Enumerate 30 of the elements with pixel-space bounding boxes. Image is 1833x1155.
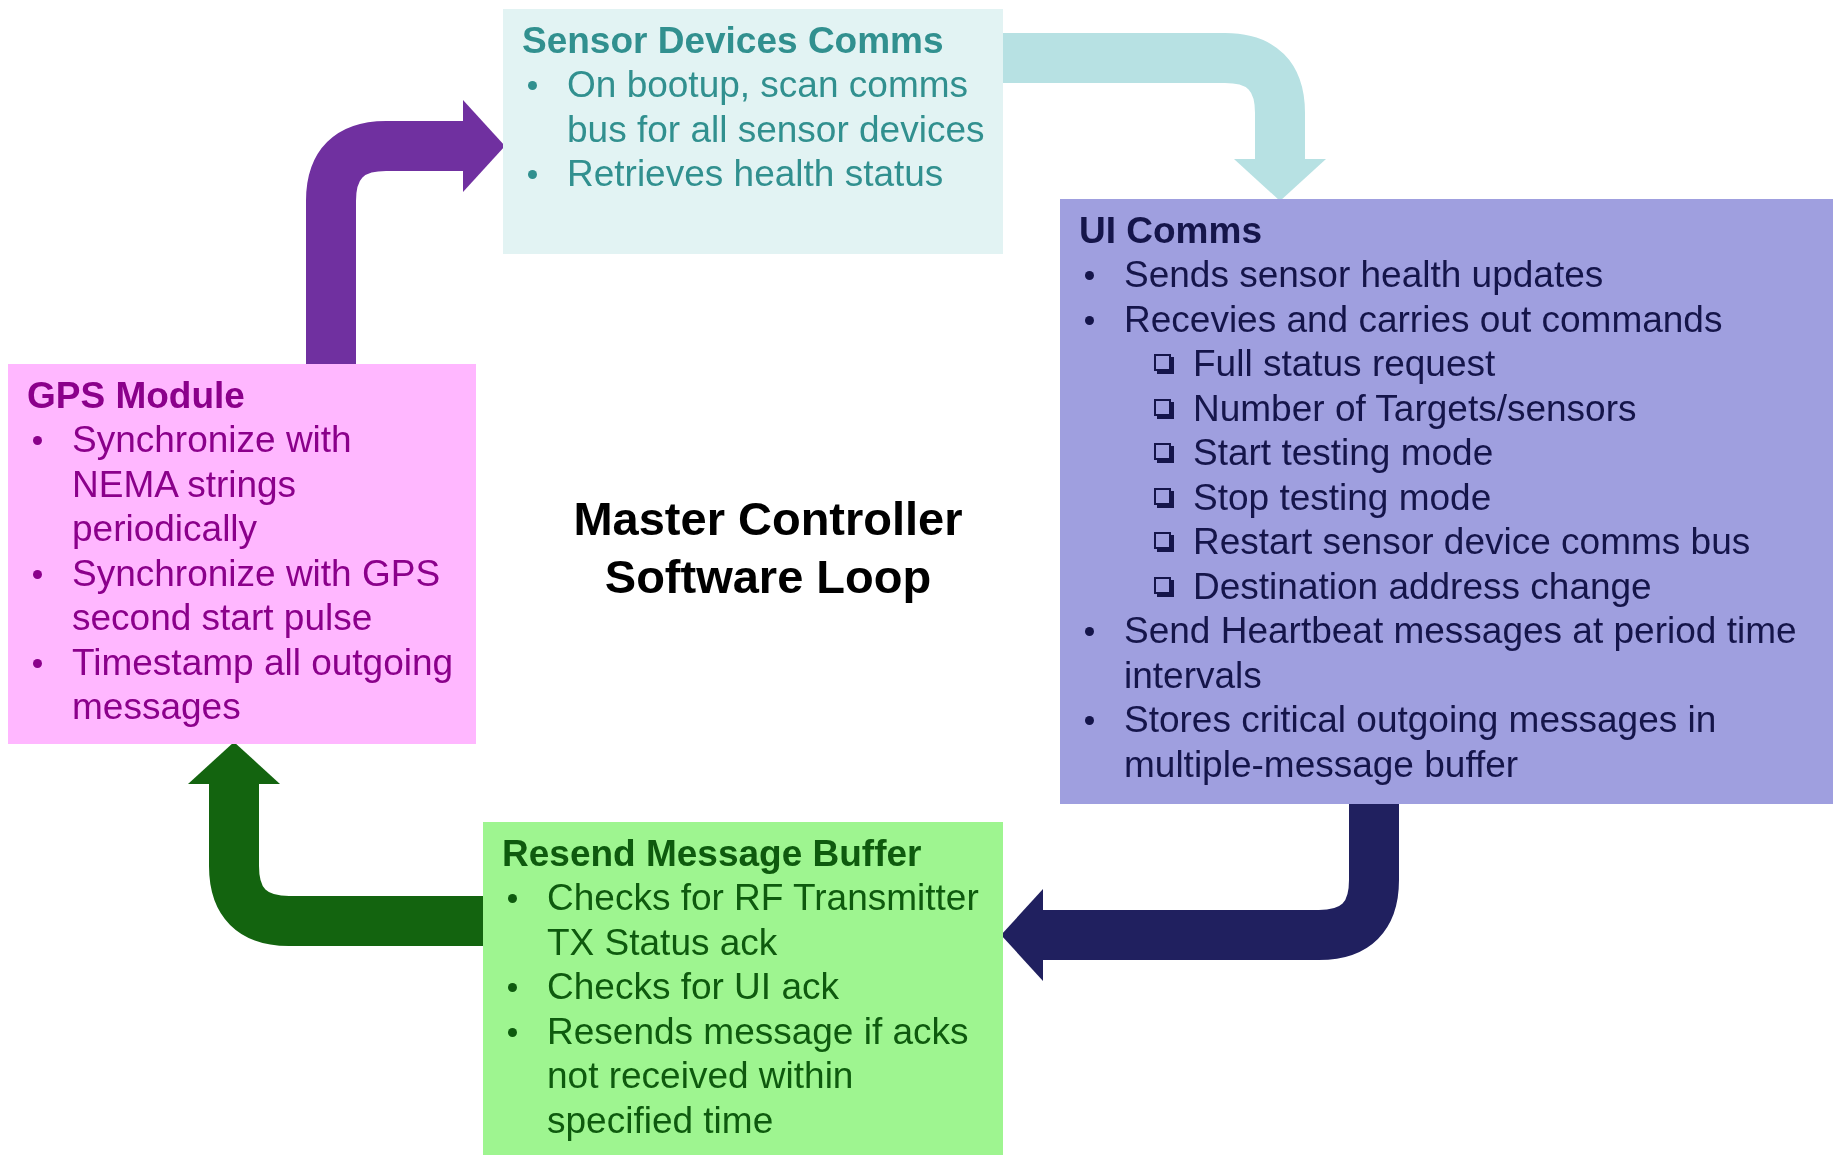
process-box bbox=[8, 364, 476, 744]
bullet-text: Send Heartbeat messages at period time intervals bbox=[1124, 609, 1798, 698]
process-box bbox=[503, 9, 1003, 254]
bullet-text: Start testing mode bbox=[1193, 431, 1494, 475]
bullet-text: Recevies and carries out commands bbox=[1124, 297, 1723, 342]
diagram-title: Master Controller Software Loop bbox=[572, 491, 964, 605]
process-box bbox=[1060, 199, 1833, 804]
bullet-text: Checks for RF Transmitter TX Status ack bbox=[547, 876, 980, 965]
box-heading: UI Comms bbox=[1079, 209, 1263, 253]
bullet-text: Resends message if acks not received within specified time bbox=[547, 1009, 970, 1143]
bullet-text: Destination address change bbox=[1193, 564, 1652, 609]
arrow bbox=[1003, 33, 1326, 201]
bullet-text: Full status request bbox=[1193, 342, 1496, 386]
bullet-text: Timestamp all outgoing messages bbox=[72, 640, 455, 729]
bullet-text: Stores critical outgoing messages in multiple-message buffer bbox=[1124, 698, 1718, 787]
bullet-text: Number of Targets/sensors bbox=[1193, 386, 1637, 431]
bullet-text: On bootup, scan comms bus for all sensor devices bbox=[567, 63, 986, 152]
box-heading: GPS Module bbox=[27, 374, 246, 418]
process-box bbox=[483, 822, 1003, 1155]
box-heading: Resend Message Buffer bbox=[502, 832, 923, 876]
arrow bbox=[188, 742, 483, 946]
bullet-text: Synchronize with GPS second start pulse bbox=[72, 551, 442, 640]
bullet-text: Synchronize with NEMA strings periodically bbox=[72, 418, 353, 551]
bullet-text: Checks for UI ack bbox=[547, 965, 839, 1009]
bullet-text: Sends sensor health updates bbox=[1124, 253, 1604, 297]
box-heading: Sensor Devices Comms bbox=[522, 19, 945, 63]
arrow bbox=[306, 100, 505, 364]
bullet-text: Retrieves health status bbox=[567, 152, 944, 196]
bullet-text: Restart sensor device comms bus bbox=[1193, 520, 1751, 564]
bullet-text: Stop testing mode bbox=[1193, 475, 1492, 520]
